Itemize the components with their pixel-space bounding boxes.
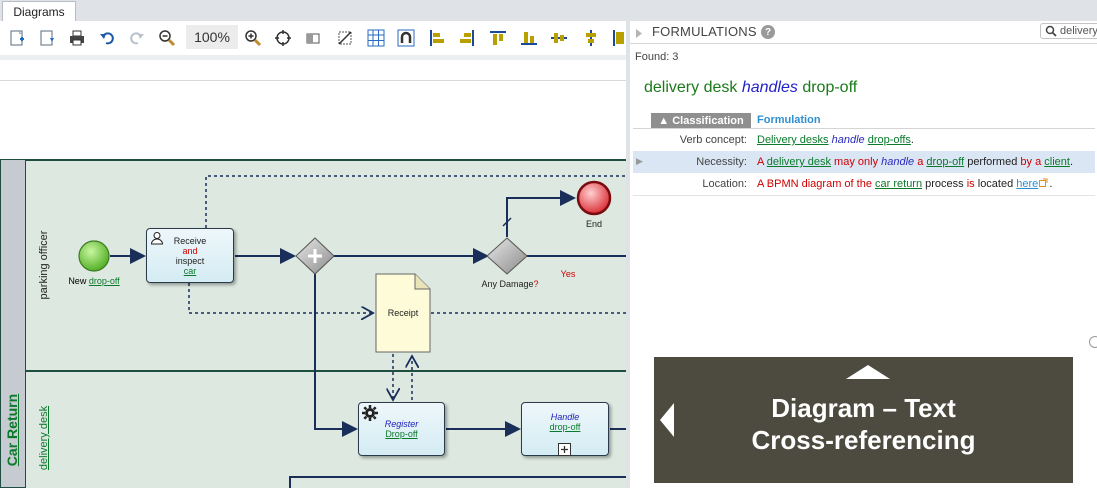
align-left-icon[interactable] xyxy=(426,26,448,50)
task-receive-line4[interactable]: car xyxy=(183,265,197,276)
slash-tool-icon[interactable] xyxy=(334,26,356,50)
snap-icon[interactable] xyxy=(395,26,417,50)
found-count: Found: 3 xyxy=(635,51,679,63)
task-receive-inspect-car[interactable]: Receive and inspect car xyxy=(146,228,234,283)
data-object-receipt[interactable]: Receipt xyxy=(375,273,431,353)
table-divider xyxy=(633,128,1095,129)
flow-bottom xyxy=(289,476,628,488)
gateway-any-damage xyxy=(486,237,528,275)
fit-page-icon[interactable] xyxy=(272,26,294,50)
selected-formulation: delivery desk handles drop-off xyxy=(644,79,858,96)
association-receipt xyxy=(188,283,373,313)
align-bottom-icon[interactable] xyxy=(518,26,540,50)
search-icon xyxy=(1045,25,1057,37)
sequence-flows xyxy=(78,175,628,488)
receipt-label: Receipt xyxy=(387,308,419,318)
undo-icon[interactable] xyxy=(96,26,118,50)
actual-size-icon[interactable] xyxy=(302,26,324,50)
tab-bar xyxy=(0,0,1097,21)
align-top-icon[interactable] xyxy=(487,26,509,50)
here-link[interactable]: here xyxy=(1016,178,1039,190)
search-input[interactable]: delivery desk xyxy=(1040,23,1097,39)
yes-label: Yes xyxy=(560,269,576,279)
task-register-line1: Register xyxy=(384,419,419,429)
table-bottom-rule xyxy=(633,195,1095,196)
task-handle-line2[interactable]: drop-off xyxy=(549,422,581,432)
caption-title: Diagram – Text Cross-referencing xyxy=(751,393,976,455)
row-label-location: Location: xyxy=(702,178,747,190)
save-icon[interactable] xyxy=(36,26,58,50)
align-right-icon[interactable] xyxy=(456,26,478,50)
pool-header[interactable] xyxy=(0,159,26,488)
tab-diagrams[interactable]: Diagrams xyxy=(2,1,76,21)
row-value-necessity[interactable]: A delivery desk may only handle a drop-o… xyxy=(757,156,1073,168)
external-link-icon[interactable] xyxy=(1039,178,1048,187)
task-receive-line2: and xyxy=(182,245,198,256)
service-task-gear-icon xyxy=(362,405,378,426)
redo-icon[interactable] xyxy=(126,26,148,50)
start-event-label: New drop-off xyxy=(68,276,120,286)
formulations-title: FORMULATIONS xyxy=(652,24,757,39)
end-event xyxy=(576,180,612,216)
collapse-arrow-icon[interactable] xyxy=(635,26,643,44)
align-center-icon[interactable] xyxy=(580,26,602,50)
print-icon[interactable] xyxy=(66,26,88,50)
ruler xyxy=(0,60,628,81)
zoom-in-icon[interactable] xyxy=(242,26,264,50)
flow-damage-end xyxy=(506,190,576,237)
align-middle-icon[interactable] xyxy=(548,26,570,50)
row-label-necessity: Necessity: xyxy=(696,156,747,168)
row-label-verb-concept: Verb concept: xyxy=(679,134,747,146)
zoom-out-icon[interactable] xyxy=(156,26,178,50)
canvas-area xyxy=(0,81,628,159)
grid-icon[interactable] xyxy=(365,26,387,50)
zoom-level[interactable]: 100% xyxy=(186,25,238,49)
task-receive-line1: Receive xyxy=(173,235,207,246)
task-register-line2[interactable]: Drop-off xyxy=(385,429,418,439)
formulations-header xyxy=(630,21,1097,44)
flow-gateway-register xyxy=(314,272,358,437)
start-event xyxy=(78,240,110,272)
column-classification[interactable]: ▲ Classification xyxy=(651,113,751,128)
row-value-verb-concept[interactable]: Delivery desks handle drop-offs. xyxy=(757,134,914,146)
column-formulation[interactable]: Formulation xyxy=(757,114,821,126)
help-icon[interactable]: ? xyxy=(761,25,775,39)
caption-left-arrow-icon xyxy=(660,403,674,442)
distribute-icon[interactable] xyxy=(608,26,630,50)
row-expand-icon[interactable]: ▶ xyxy=(636,156,643,166)
user-task-icon xyxy=(150,231,164,250)
lane-parking-officer[interactable] xyxy=(26,159,628,372)
gateway-label: Any Damage? xyxy=(481,279,539,289)
toolbar-separator xyxy=(0,55,628,60)
resize-handle[interactable] xyxy=(1089,336,1097,348)
table-row-selected[interactable] xyxy=(633,151,1095,173)
task-receive-line3: inspect xyxy=(175,255,205,266)
gateway-parallel xyxy=(295,237,335,275)
subprocess-expand-icon[interactable] xyxy=(558,443,571,461)
task-handle-line1: Handle xyxy=(550,412,580,422)
row-value-location[interactable]: A BPMN diagram of the car return process… xyxy=(757,178,1053,190)
caption-up-arrow-icon xyxy=(846,365,890,384)
association-top xyxy=(205,175,628,228)
start-event-link[interactable]: drop-off xyxy=(88,276,120,286)
new-diagram-icon[interactable] xyxy=(6,26,28,50)
pane-splitter[interactable] xyxy=(626,21,630,488)
search-value: delivery desk xyxy=(1060,25,1097,37)
end-event-label: End xyxy=(585,219,602,229)
